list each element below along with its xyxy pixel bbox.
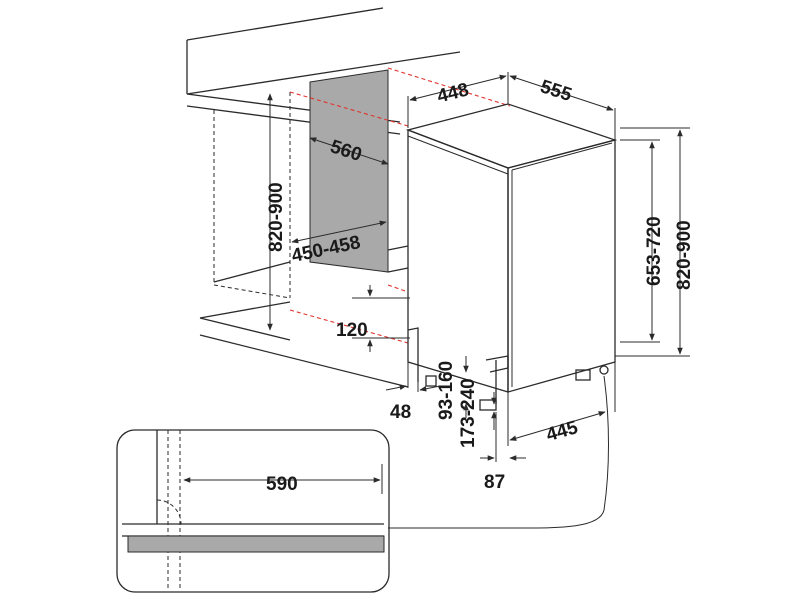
label-plinth-range-a: 93-160 xyxy=(436,361,457,420)
cabinet-niche xyxy=(199,92,409,388)
dishwasher-body xyxy=(405,103,618,393)
label-plinth-height: 120 xyxy=(336,320,368,341)
label-total-height-right: 820-900 xyxy=(674,220,695,290)
dimension-lines xyxy=(267,72,690,529)
label-niche-width: 448 xyxy=(435,79,471,107)
label-foot-depth: 445 xyxy=(544,417,581,446)
label-foot-offset: 48 xyxy=(390,402,411,423)
label-niche-height-left: 820-900 xyxy=(266,182,287,252)
label-detail-gap: 590 xyxy=(266,474,298,495)
feet xyxy=(425,355,609,411)
label-appliance-depth: 555 xyxy=(538,76,575,106)
label-plinth-range-b: 173-240 xyxy=(458,378,479,448)
label-door-offset: 87 xyxy=(484,472,505,493)
detail-inset xyxy=(116,429,390,593)
label-appliance-height: 653-720 xyxy=(644,216,665,286)
